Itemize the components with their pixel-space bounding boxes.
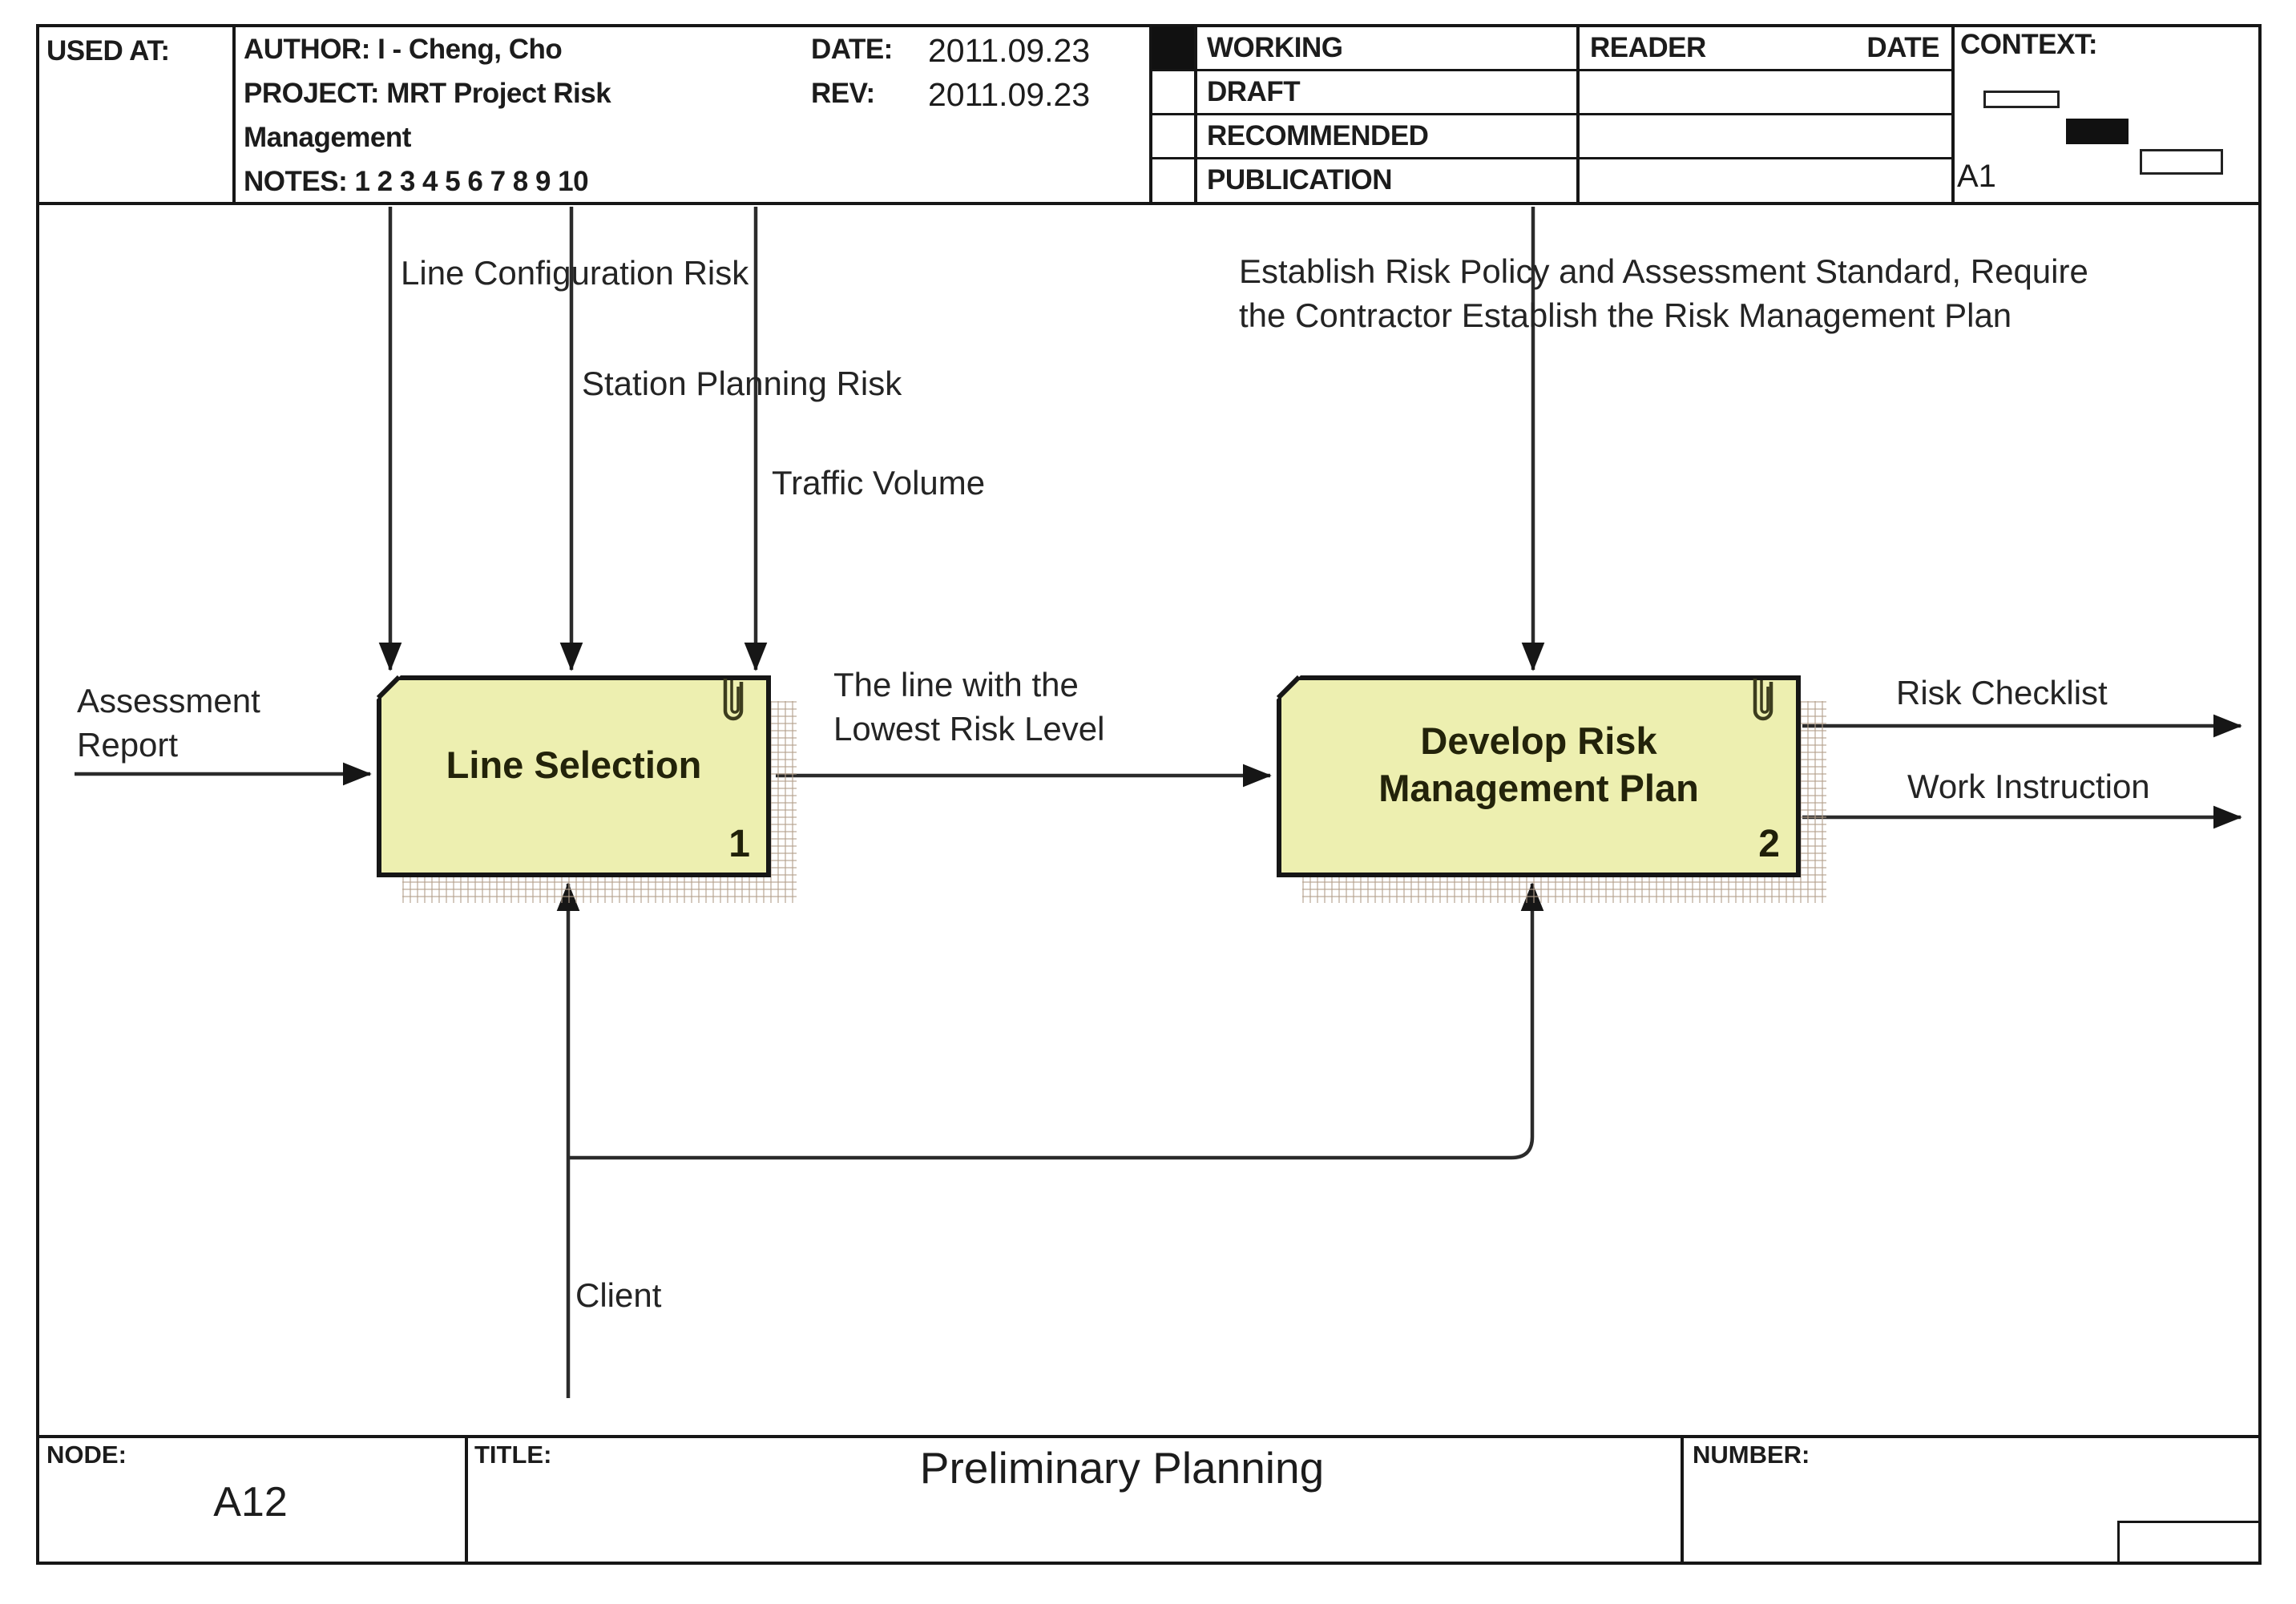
divider-reader-context xyxy=(1951,24,1955,205)
rev-value: 2011.09.23 xyxy=(928,76,1091,113)
footer-top-border xyxy=(36,1435,2262,1438)
fold-corner-icon xyxy=(377,675,401,699)
context-sibling-node-icon xyxy=(2140,149,2223,175)
status-recommended: RECOMMENDED xyxy=(1207,119,1429,151)
status-row-line-2 xyxy=(1149,113,1951,115)
title-value: Preliminary Planning xyxy=(919,1443,1325,1493)
form-outer-frame xyxy=(36,24,2262,1565)
working-status-checkbox-filled xyxy=(1152,26,1194,69)
divider-title-number xyxy=(1681,1435,1684,1565)
number-label: NUMBER: xyxy=(1693,1441,1810,1469)
box1-title: Line Selection xyxy=(446,743,702,786)
label-work-instruction: Work Instruction xyxy=(1907,768,2150,805)
project-line: PROJECT: MRT Project Risk xyxy=(244,78,611,109)
status-draft: DRAFT xyxy=(1207,75,1301,107)
label-lowest-risk-line: The line with the Lowest Risk Level xyxy=(833,666,1105,748)
date-value: 2011.09.23 xyxy=(928,32,1091,69)
box2-number: 2 xyxy=(1758,823,1780,865)
label-client: Client xyxy=(575,1276,662,1314)
reader-label: READER xyxy=(1590,31,1706,63)
mechanism-arrow-client-box2 xyxy=(570,882,1544,1160)
node-label: NODE: xyxy=(46,1441,127,1469)
box2-title: Develop Risk Management Plan xyxy=(1378,719,1699,809)
status-row-line-1 xyxy=(1149,69,1951,71)
box1-number: 1 xyxy=(728,823,750,865)
paperclip-icon xyxy=(1753,679,1773,721)
used-at-label: USED AT: xyxy=(46,35,170,66)
reader-date-label: DATE xyxy=(1866,31,1939,63)
divider-node-title xyxy=(465,1435,468,1565)
label-traffic-volume: Traffic Volume xyxy=(772,464,986,502)
divider-usedat-author xyxy=(232,24,236,205)
label-risk-checklist: Risk Checklist xyxy=(1896,674,2108,711)
header-bottom-border xyxy=(36,202,2262,205)
label-establish-risk-policy: Establish Risk Policy and Assessment Sta… xyxy=(1239,252,2088,334)
project-line-2: Management xyxy=(244,122,411,153)
activity-box-develop-risk-management-plan: Develop Risk Management Plan 2 xyxy=(1277,675,1801,877)
status-publication: PUBLICATION xyxy=(1207,163,1393,195)
author-line: AUTHOR: I - Cheng, Cho xyxy=(244,34,563,65)
context-parent-node-icon xyxy=(1983,91,2060,108)
context-node-id: A1 xyxy=(1957,159,1996,194)
paperclip-icon xyxy=(723,679,744,721)
context-current-node-icon xyxy=(2066,119,2129,144)
fold-corner-icon xyxy=(1277,675,1301,699)
status-working: WORKING xyxy=(1207,31,1343,63)
title-label: TITLE: xyxy=(474,1441,552,1469)
node-value: A12 xyxy=(213,1479,288,1525)
rev-label: REV: xyxy=(811,78,875,109)
label-station-planning-risk: Station Planning Risk xyxy=(582,365,902,402)
label-assessment-report: Assessment Report xyxy=(77,682,260,764)
notes-line: NOTES: 1 2 3 4 5 6 7 8 9 10 xyxy=(244,166,589,197)
label-line-configuration-risk: Line Configuration Risk xyxy=(401,254,749,292)
number-corner-box xyxy=(2117,1521,2260,1563)
status-row-line-3 xyxy=(1149,157,1951,159)
context-label: CONTEXT: xyxy=(1960,29,2098,60)
date-label: DATE: xyxy=(811,34,893,65)
activity-box-line-selection: Line Selection 1 xyxy=(377,675,771,877)
